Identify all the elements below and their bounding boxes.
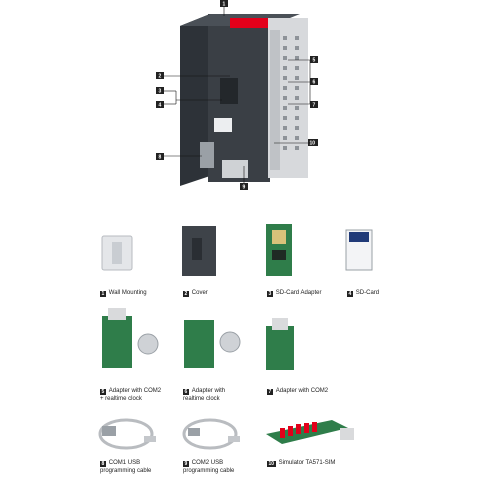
plc-device-figure: 1 2 3 4 5 6 7 8 9 10 [150, 0, 342, 218]
abb-brand-strip [230, 18, 290, 28]
adapter-com2-rtc-image [96, 306, 164, 370]
plc-device-drawing: 1 2 3 4 5 6 7 8 9 10 [150, 0, 342, 218]
svg-text:7: 7 [313, 103, 316, 109]
svg-text:1: 1 [223, 2, 226, 8]
svg-text:3: 3 [159, 89, 162, 95]
svg-text:6: 6 [313, 80, 316, 86]
simulator-image [262, 414, 358, 452]
svg-text:2: 2 [159, 74, 162, 80]
adapter-com2-image [262, 316, 298, 372]
svg-text:5: 5 [313, 58, 316, 64]
callout-markers: 1 2 3 4 5 6 7 8 9 10 [156, 0, 318, 191]
com-connector [200, 142, 214, 168]
svg-text:10: 10 [310, 141, 316, 147]
adapter-rtc-image [178, 318, 246, 370]
svg-text:9: 9 [243, 185, 246, 191]
ethernet-port [214, 118, 232, 132]
svg-text:4: 4 [159, 103, 162, 109]
com2-usb-cable-image [180, 408, 244, 456]
cover-image [178, 224, 220, 280]
wall-mounting-image [96, 232, 138, 274]
sd-card-adapter-image [262, 222, 296, 280]
svg-text:8: 8 [159, 155, 162, 161]
sd-card-image [344, 228, 374, 272]
com1-usb-cable-image [96, 408, 160, 456]
